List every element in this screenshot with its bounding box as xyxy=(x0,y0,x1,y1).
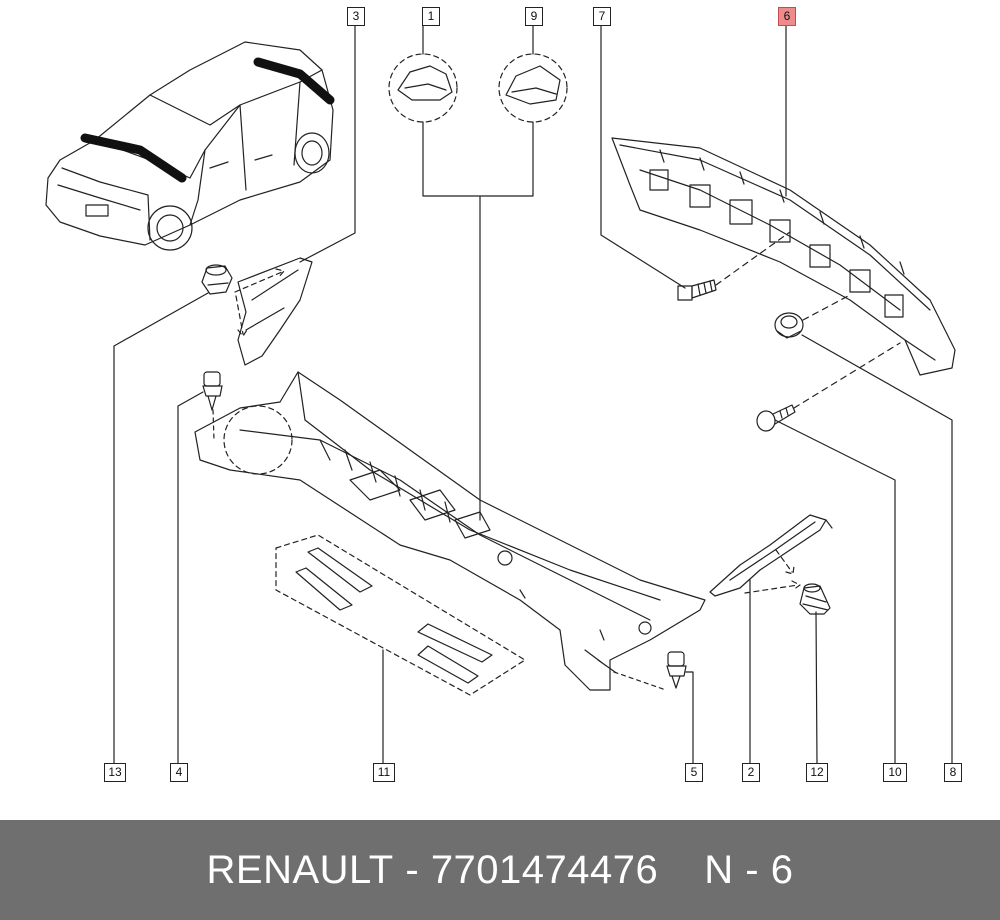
callout-1: 1 xyxy=(422,7,440,26)
clip-part-5 xyxy=(666,651,687,689)
bolt-part-7 xyxy=(677,279,717,301)
car-illustration xyxy=(45,41,335,251)
callout-3: 3 xyxy=(347,7,365,26)
bracket-part-2 xyxy=(709,514,833,597)
ref-separator: - xyxy=(745,847,760,892)
clip-part-13 xyxy=(201,264,233,295)
callout-11: 11 xyxy=(373,763,395,782)
clip-part-4 xyxy=(202,371,223,411)
callout-7: 7 xyxy=(593,7,611,26)
leader-10 xyxy=(774,419,896,765)
dash-5 xyxy=(613,671,667,691)
leader-4 xyxy=(177,391,204,765)
detail-view-9 xyxy=(498,25,568,123)
callout-13: 13 xyxy=(104,763,126,782)
arrow-2a xyxy=(744,580,801,594)
callout-12: 12 xyxy=(806,763,828,782)
callout-2: 2 xyxy=(742,763,760,782)
ref-letter: N xyxy=(704,847,734,892)
trim-group-part-11 xyxy=(275,534,526,696)
parts-diagram xyxy=(45,25,956,765)
leader-1-9 xyxy=(422,121,534,521)
callout-8: 8 xyxy=(944,763,962,782)
screw-part-10 xyxy=(756,404,796,432)
detail-view-1 xyxy=(388,25,458,123)
callout-9: 9 xyxy=(525,7,543,26)
cowl-panel-main xyxy=(194,371,706,691)
leader-13 xyxy=(113,292,209,765)
dash-8 xyxy=(802,294,851,321)
leader-8 xyxy=(801,334,953,765)
clip-part-8 xyxy=(774,312,804,339)
leader-3 xyxy=(299,25,356,263)
dash-10 xyxy=(793,342,901,409)
part-number: 7701474476 xyxy=(430,847,659,892)
dash-7 xyxy=(715,231,791,286)
ref-number: 6 xyxy=(770,847,794,892)
brand-name: RENAULT xyxy=(206,847,394,892)
callout-6-highlighted: 6 xyxy=(778,7,796,26)
callout-5: 5 xyxy=(685,763,703,782)
leader-7 xyxy=(600,25,686,289)
arrow-3b xyxy=(235,295,248,337)
arrow-3a xyxy=(234,268,285,293)
callout-10: 10 xyxy=(883,763,907,782)
footer-separator: - xyxy=(405,847,420,892)
clip-part-12 xyxy=(799,583,831,615)
bracket-part-3 xyxy=(237,257,313,366)
leader-5 xyxy=(685,671,694,765)
dash-4 xyxy=(212,409,215,441)
arrow-2b xyxy=(775,549,795,575)
upper-panel-part-6 xyxy=(611,137,956,376)
callout-4: 4 xyxy=(170,763,188,782)
leader-12 xyxy=(815,611,818,765)
footer-bar: RENAULT - 7701474476 N - 6 xyxy=(0,820,1000,920)
